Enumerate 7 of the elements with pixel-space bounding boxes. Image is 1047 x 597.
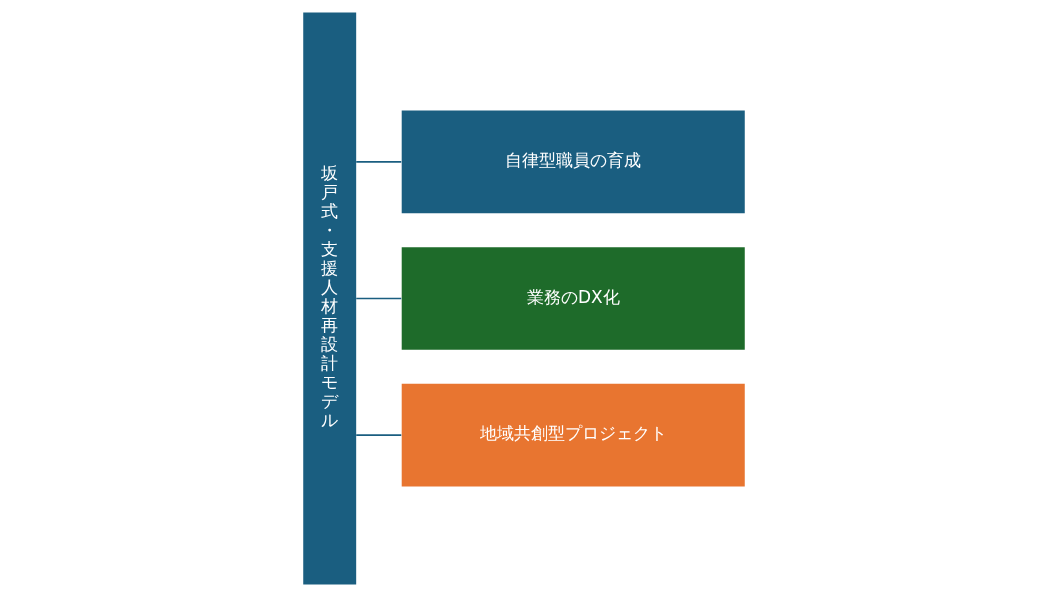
node-box: 業務のDX化 [401, 247, 745, 350]
node-box: 地域共創型プロジェクト [401, 383, 745, 487]
connector [354, 434, 402, 436]
node-box: 坂戸式・支援人材再設計モデル [302, 12, 356, 585]
node-box: 自律型職員の育成 [401, 110, 745, 214]
connector [354, 161, 402, 163]
connector [354, 297, 402, 300]
